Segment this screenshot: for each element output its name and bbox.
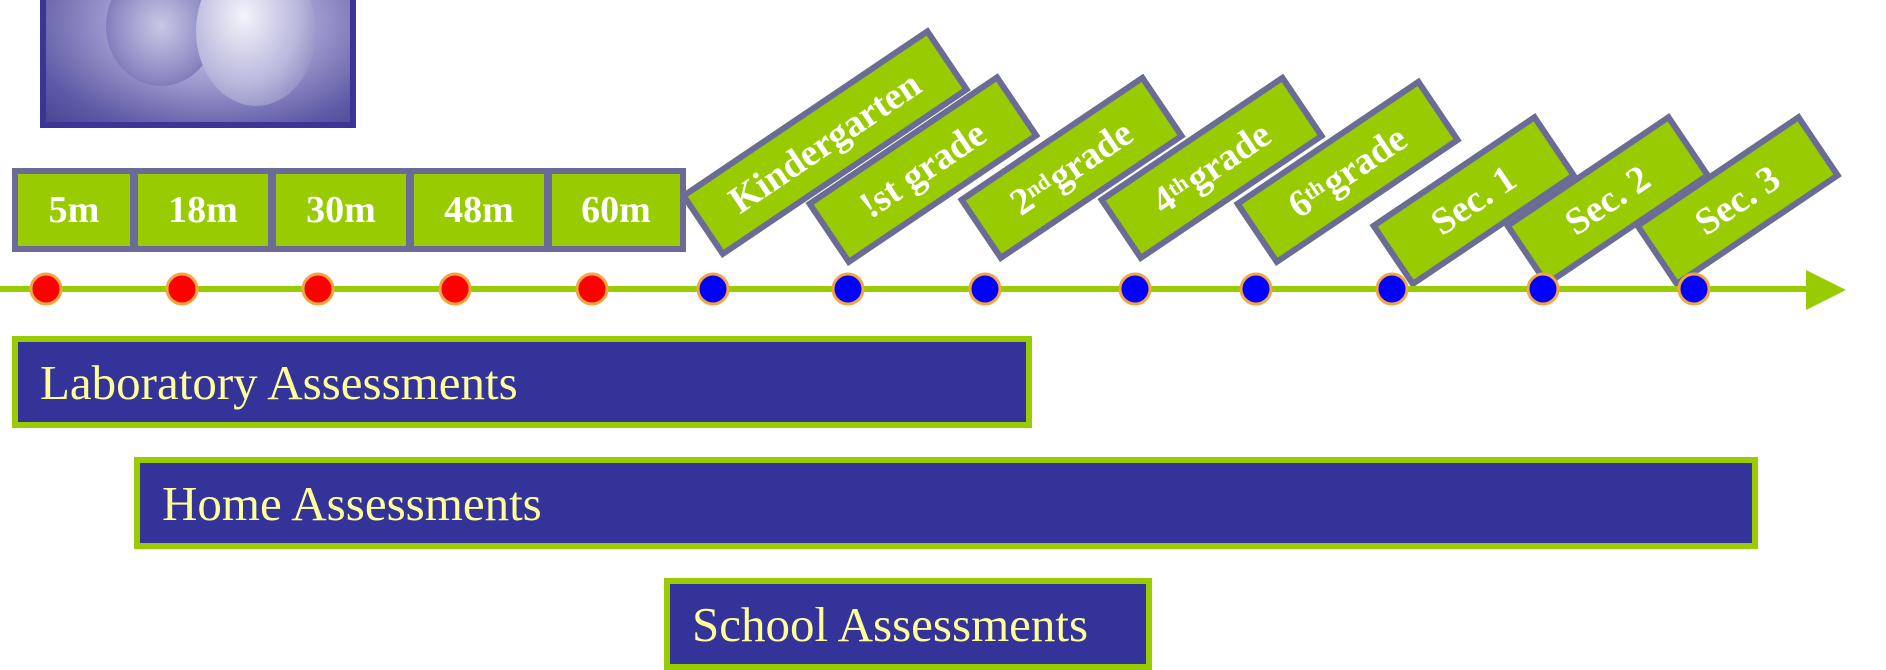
band-laboratory: Laboratory Assessments (12, 336, 1032, 428)
band-label: Laboratory Assessments (40, 354, 518, 410)
child-photo (40, 0, 356, 128)
age-label: 48m (444, 189, 514, 231)
timeline-dot-school (1677, 272, 1711, 306)
timeline-dot-school (1239, 272, 1273, 306)
age-label: 18m (168, 189, 238, 231)
age-box-30m: 30m (270, 168, 412, 252)
timeline-dot-school (696, 272, 730, 306)
timeline-dot-school (831, 272, 865, 306)
timeline-dot-school (1118, 272, 1152, 306)
timeline-dot-school (968, 272, 1002, 306)
timeline-dot-school (1375, 272, 1409, 306)
timeline-dot-early (301, 272, 335, 306)
timeline-dot-early (575, 272, 609, 306)
age-label: 30m (306, 189, 376, 231)
band-home: Home Assessments (134, 457, 1758, 549)
age-box-60m: 60m (546, 168, 686, 252)
age-label: 60m (581, 189, 651, 231)
band-label: School Assessments (692, 596, 1089, 652)
band-school: School Assessments (664, 578, 1152, 670)
timeline-dot-early (165, 272, 199, 306)
timeline-arrowhead (1806, 270, 1846, 310)
age-box-18m: 18m (132, 168, 274, 252)
timeline-dots (29, 272, 1711, 306)
timeline-dot-early (438, 272, 472, 306)
timeline-dot-early (29, 272, 63, 306)
timeline-dot-school (1526, 272, 1560, 306)
band-label: Home Assessments (162, 475, 542, 531)
age-box-48m: 48m (408, 168, 550, 252)
age-label: 5m (48, 189, 100, 231)
